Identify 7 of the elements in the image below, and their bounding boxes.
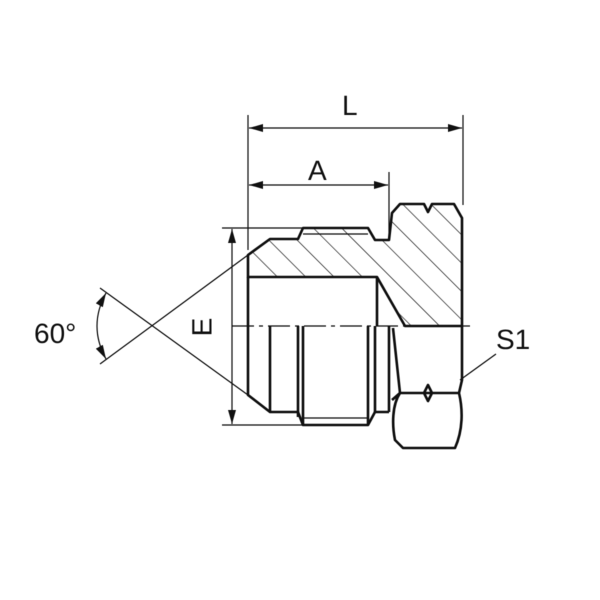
part-label: S1 [496,324,530,355]
angle-label: 60° [34,320,76,348]
hex-nut-drawing [391,326,464,452]
dimension-label: E [188,318,216,336]
dimension-label: A [308,157,327,185]
dimension-label: L [342,92,358,120]
leader-line [460,354,496,380]
